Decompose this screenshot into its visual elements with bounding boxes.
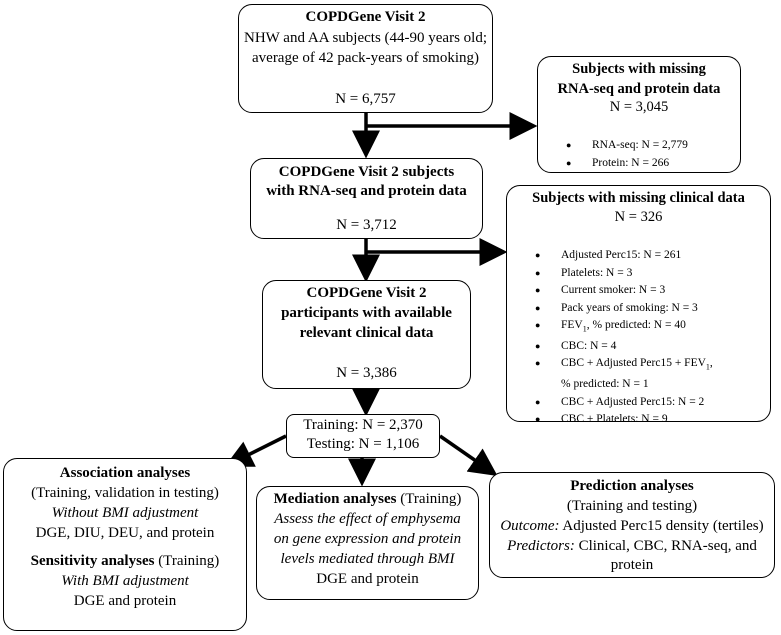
fev-rest: , % predicted: N = 40 xyxy=(586,319,686,331)
rna-subjects-title1: COPDGene Visit 2 subjects xyxy=(278,164,455,180)
predictors-label: Predictors: xyxy=(507,538,575,554)
list-item: Adjusted Perc15: N = 261 xyxy=(535,247,713,265)
visit2-line1: NHW and AA subjects (44-90 years old; xyxy=(243,30,488,46)
association-sub: (Training, validation in testing) xyxy=(31,485,219,501)
list-item: Platelets: N = 3 xyxy=(535,265,713,283)
prediction-predictors-line2: protein xyxy=(610,557,654,573)
association-title: Association analyses xyxy=(59,465,191,481)
missing-clinical-list: Adjusted Perc15: N = 261 Platelets: N = … xyxy=(535,247,713,429)
participants-title3: relevant clinical data xyxy=(299,325,434,341)
association-line: DGE, DIU, DEU, and protein xyxy=(35,525,215,541)
outcome-label: Outcome: xyxy=(500,518,560,534)
rna-subjects-title2: with RNA-seq and protein data xyxy=(266,183,467,199)
rna-subjects-box: COPDGene Visit 2 subjects with RNA-seq a… xyxy=(250,158,483,239)
list-item: Protein: N = 266 xyxy=(566,155,688,173)
list-item: CBC + Adjusted Perc15 + FEV1, % predicted… xyxy=(535,355,713,393)
association-italic: Without BMI adjustment xyxy=(51,505,199,521)
fev-label: FEV xyxy=(561,319,583,331)
split-box: Training: N = 2,370 Testing: N = 1,106 xyxy=(286,414,440,458)
missing-rna-n: N = 3,045 xyxy=(609,99,669,115)
predictors-value: Clinical, CBC, RNA-seq, and xyxy=(574,538,757,554)
participants-title2: participants with available xyxy=(281,305,452,321)
participants-box: COPDGene Visit 2 participants with avail… xyxy=(262,280,471,389)
prediction-outcome: Outcome: Adjusted Perc15 density (tertil… xyxy=(490,518,774,535)
visit2-n: N = 6,757 xyxy=(335,91,396,107)
participants-n: N = 3,386 xyxy=(336,365,397,381)
arrow-split-to-association xyxy=(224,434,287,467)
sensitivity-line: DGE and protein xyxy=(73,593,177,609)
mediation-italic2: on gene expression and protein xyxy=(273,531,462,547)
mediation-heading: Mediation analyses (Training) xyxy=(257,491,478,508)
cbc-fev-line2: % predicted: N = 1 xyxy=(561,378,649,391)
split-training: Training: N = 2,370 xyxy=(303,417,423,433)
sensitivity-heading: Sensitivity analyses (Training) xyxy=(4,553,246,570)
visit2-line2: average of 42 pack-years of smoking) xyxy=(252,50,479,66)
list-item: CBC + Adjusted Perc15: N = 2 xyxy=(535,394,713,412)
missing-clinical-box: Subjects with missing clinical data N = … xyxy=(506,185,771,428)
cbc-fev-subscript: 1 xyxy=(705,362,710,372)
list-item: RNA-seq: N = 2,779 xyxy=(566,137,688,155)
arrow-split-to-prediction xyxy=(439,434,498,476)
list-item: FEV1, % predicted: N = 40 xyxy=(535,317,713,338)
mediation-italic3: levels mediated through BMI xyxy=(280,551,455,567)
prediction-title: Prediction analyses xyxy=(570,478,694,494)
mediation-italic1: Assess the effect of emphysema xyxy=(274,511,461,527)
mediation-line: DGE and protein xyxy=(316,571,419,587)
association-box: Association analyses (Training, validati… xyxy=(3,458,247,631)
missing-rna-title2: RNA-seq and protein data xyxy=(557,81,721,97)
list-item: Pack years of smoking: N = 3 xyxy=(535,300,713,318)
mediation-sub: (Training) xyxy=(396,491,462,507)
missing-clinical-title: Subjects with missing clinical data xyxy=(532,190,745,206)
missing-rna-list: RNA-seq: N = 2,779 Protein: N = 266 xyxy=(566,137,688,172)
participants-title1: COPDGene Visit 2 xyxy=(306,285,427,301)
sensitivity-italic: With BMI adjustment xyxy=(61,573,189,589)
mediation-title: Mediation analyses xyxy=(273,491,397,507)
sensitivity-sub: (Training) xyxy=(154,553,220,569)
prediction-box: Prediction analyses (Training and testin… xyxy=(489,472,775,578)
list-item: CBC + Platelets: N = 9 xyxy=(535,411,713,429)
rna-subjects-n: N = 3,712 xyxy=(336,217,397,233)
list-item: CBC: N = 4 xyxy=(535,338,713,356)
missing-rna-title1: Subjects with missing xyxy=(572,61,706,77)
split-testing: Testing: N = 1,106 xyxy=(306,436,420,452)
cbc-fev-rest: , xyxy=(709,357,713,370)
fev-subscript: 1 xyxy=(582,324,587,334)
visit2-box: COPDGene Visit 2 NHW and AA subjects (44… xyxy=(238,4,493,113)
missing-rna-box: Subjects with missing RNA-seq and protei… xyxy=(537,56,741,173)
sensitivity-title: Sensitivity analyses xyxy=(30,553,155,569)
list-item: Current smoker: N = 3 xyxy=(535,282,713,300)
mediation-box: Mediation analyses (Training) Assess the… xyxy=(256,486,479,600)
missing-clinical-n: N = 326 xyxy=(614,209,663,225)
outcome-value: Adjusted Perc15 density (tertiles) xyxy=(559,518,764,534)
prediction-sub: (Training and testing) xyxy=(566,498,698,514)
prediction-predictors: Predictors: Clinical, CBC, RNA-seq, and xyxy=(490,538,774,555)
cbc-fev-label: CBC + Adjusted Perc15 + FEV xyxy=(561,357,706,370)
visit2-title: COPDGene Visit 2 xyxy=(305,9,426,25)
